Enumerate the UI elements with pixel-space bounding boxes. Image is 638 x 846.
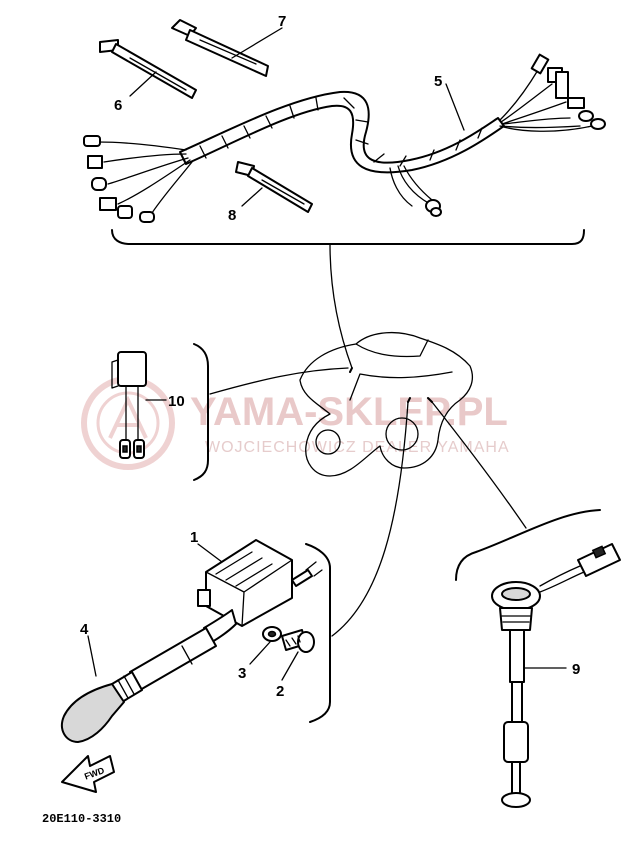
watermark-title: YAMA-SKLEP.PL bbox=[190, 390, 508, 434]
cable-tie-7 bbox=[171, 19, 269, 77]
spark-plug-cap-part-4 bbox=[60, 671, 143, 743]
leader-harness-to-frame bbox=[329, 243, 353, 369]
diagram-code: 20E110-3310 bbox=[42, 812, 121, 826]
callout-10: 10 bbox=[168, 393, 185, 410]
leader-sensor-to-frame bbox=[431, 401, 527, 529]
callout-2: 2 bbox=[276, 683, 284, 700]
motorcycle-silhouette bbox=[299, 331, 474, 477]
forward-arrow-icon: FWD bbox=[61, 755, 115, 793]
callout-5: 5 bbox=[434, 73, 442, 90]
callout-6: 6 bbox=[114, 97, 122, 114]
wire-harness-sheath bbox=[179, 90, 505, 174]
ignition-coil-part-1 bbox=[129, 539, 323, 691]
resistor-part-10 bbox=[111, 351, 147, 459]
callout-4: 4 bbox=[80, 621, 89, 638]
callout-8: 8 bbox=[228, 207, 236, 224]
group-bracket-harness bbox=[111, 229, 585, 245]
screw-part-2 bbox=[281, 629, 315, 653]
callout-3: 3 bbox=[238, 665, 246, 682]
group-bracket-sensor bbox=[455, 509, 601, 581]
group-bracket-10 bbox=[193, 343, 209, 481]
callout-leaders bbox=[87, 27, 567, 681]
washer-part-3 bbox=[262, 626, 282, 642]
wire-harness-group bbox=[83, 53, 606, 223]
watermark-subtitle: WOJCIECHOWICZ DEALER YAMAHA bbox=[205, 439, 510, 456]
group-bracket-coil bbox=[305, 543, 331, 723]
cable-tie-6 bbox=[99, 39, 197, 99]
leader-coil-to-frame bbox=[331, 401, 409, 637]
callout-1: 1 bbox=[190, 529, 198, 546]
sensor-part-9 bbox=[491, 543, 621, 808]
watermark: YAMA-SKLEP.PL WOJCIECHOWICZ DEALER YAMAH… bbox=[81, 376, 510, 470]
leader-relay-to-frame bbox=[209, 367, 349, 395]
callout-9: 9 bbox=[572, 661, 580, 678]
cable-tie-8 bbox=[235, 161, 313, 213]
callout-7: 7 bbox=[278, 13, 286, 30]
